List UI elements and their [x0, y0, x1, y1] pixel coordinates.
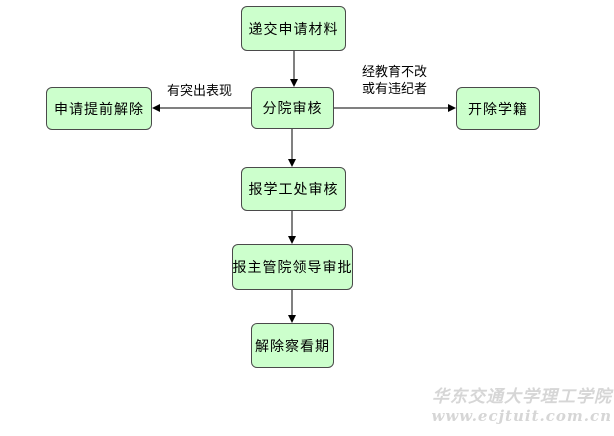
watermark-title: 华东交通大学理工学院	[432, 387, 612, 407]
node-end-probation: 解除察看期	[251, 323, 334, 368]
node-expel: 开除学籍	[456, 87, 540, 130]
node-leader-approval: 报主管院领导审批	[232, 244, 353, 290]
watermark: 华东交通大学理工学院 www.ecjtuit.com.cn	[424, 388, 612, 426]
watermark-url: www.ecjtuit.com.cn	[431, 407, 612, 425]
label-unreformed-line-1: 经教育不改	[362, 65, 428, 80]
node-submit-materials: 递交申请材料	[241, 6, 346, 51]
node-college-review: 分院审核	[251, 87, 334, 129]
node-student-affairs-review: 报学工处审核	[241, 167, 346, 211]
label-unreformed-line-2: 或有违纪者	[362, 82, 428, 97]
label-outstanding-performance: 有突出表现	[167, 84, 233, 99]
node-apply-early-cancel: 申请提前解除	[46, 87, 152, 130]
